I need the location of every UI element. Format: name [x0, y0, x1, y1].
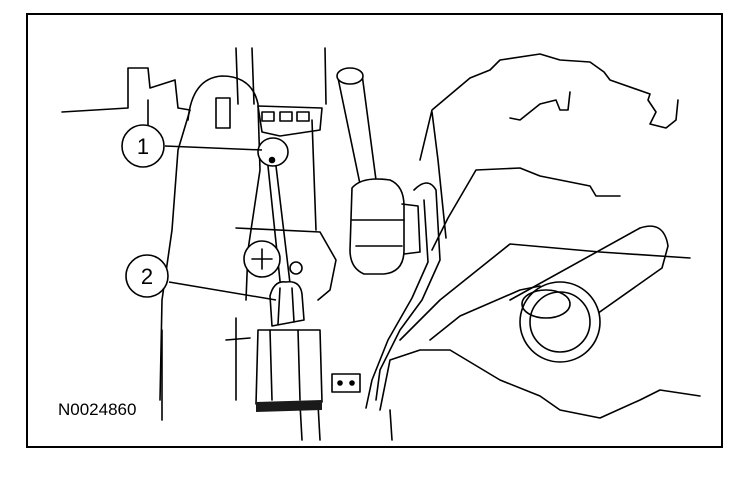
shaft-body: [509, 225, 669, 341]
right-housing-edge: [431, 111, 447, 239]
upper-member-far: [311, 119, 317, 231]
clevis-block: [349, 178, 405, 275]
clevis-pin: [401, 203, 421, 255]
callout-1-number: 1: [137, 134, 149, 159]
shaded-bracket-edge: [256, 400, 322, 412]
retaining-clip: [269, 280, 305, 327]
lower-right-rail: [389, 409, 393, 441]
figure-id-label: N0024860: [58, 400, 136, 419]
wire-right: [275, 165, 293, 301]
left-housing-outline: [61, 67, 191, 401]
pedal-lever-inner: [365, 199, 429, 409]
clevis-inner: [351, 219, 405, 247]
callout-1-circle: [121, 124, 165, 168]
right-housing-lower: [431, 167, 621, 251]
small-tab-hole-1: [337, 380, 343, 386]
pedal-arm-outline: [187, 75, 261, 301]
small-tab: [331, 373, 361, 393]
pedal-arm-slot: [215, 97, 231, 129]
callout-2-leader: [168, 281, 277, 301]
pedal-lever: [375, 182, 441, 401]
callout-2-circle: [125, 254, 169, 298]
upper-member-left: [235, 47, 239, 105]
mounting-screw-slot: [251, 248, 273, 270]
shaft-hub: [521, 289, 571, 319]
switch-bracket: [257, 105, 323, 137]
right-housing: [419, 53, 679, 161]
small-pivot: [289, 261, 303, 275]
switch-plunger-center: [268, 156, 276, 164]
flange-plate-lower: [429, 285, 541, 341]
line-art: [61, 47, 701, 441]
lower-plate-edge: [235, 227, 337, 301]
shaft-face-outer: [519, 281, 601, 363]
callout-1-leader: [164, 145, 263, 151]
connector-pin-2: [279, 111, 293, 122]
upper-member-right: [324, 47, 327, 105]
wire-left: [267, 165, 283, 301]
lower-right-frame: [379, 349, 701, 419]
push-rod-end: [336, 67, 364, 85]
connector-pin-1: [261, 111, 275, 122]
right-housing-step: [509, 91, 571, 121]
lower-bracket-inner: [269, 329, 301, 401]
small-tab-hole-2: [349, 380, 355, 386]
connector-pin-3: [296, 111, 310, 122]
upper-member-mid: [251, 47, 255, 105]
flange-plate: [399, 243, 691, 341]
callout-2-number: 2: [141, 264, 153, 289]
lower-bracket-side: [225, 317, 251, 401]
retaining-clip-fingers: [277, 287, 295, 325]
switch-plunger: [257, 137, 289, 167]
